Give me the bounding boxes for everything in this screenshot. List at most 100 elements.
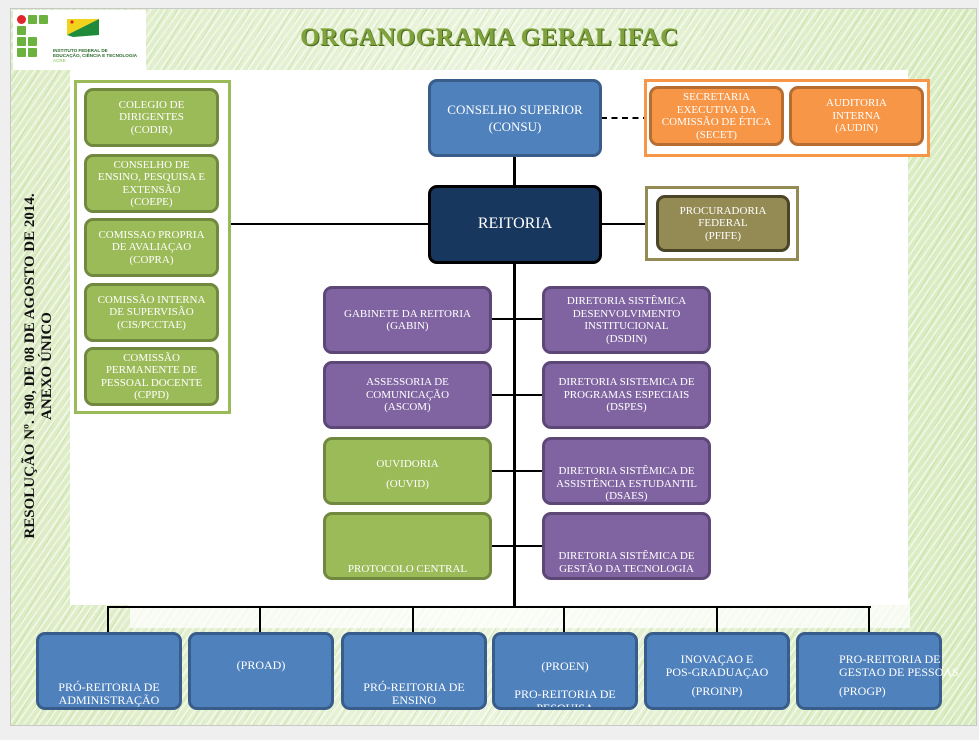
pfife-line: PROCURADORIA: [679, 204, 767, 217]
connector-proinp: [716, 606, 718, 633]
box-propesq[interactable]: (PROEN) PRO-REITORIA DE PESQUISA: [492, 632, 638, 710]
secet-line: COMISSÃO DE ÉTICA: [661, 116, 772, 128]
box-dsdin[interactable]: DIRETORIA SISTÊMICA DESENVOLVIMENTO INST…: [542, 286, 711, 354]
ifac-logo: INSTITUTO FEDERAL DE EDUCAÇÃO, CIÊNCIA E…: [13, 10, 146, 70]
dsaes-line: ASSISTÊNCIA ESTUDANTIL: [556, 477, 697, 490]
council-cppd-line: PERMANENTE DE: [105, 364, 198, 376]
connector-consu-reitoria: [513, 156, 516, 188]
council-coepe[interactable]: CONSELHO DE ENSINO, PESQUISA E EXTENSÃO …: [84, 154, 219, 213]
consu-line: (CONSU): [488, 119, 542, 134]
dsdin-line: INSTITUCIONAL: [584, 320, 669, 332]
secet-line: EXECUTIVA DA: [676, 103, 757, 116]
council-codir-line: COLEGIO DE: [118, 98, 185, 111]
connector-proad: [107, 606, 109, 633]
box-dspes[interactable]: DIRETORIA SISTEMICA DE PROGRAMAS ESPECIA…: [542, 361, 711, 429]
connector-pesq: [563, 606, 565, 633]
council-cppd-line: COMISSÃO: [123, 351, 180, 364]
council-cis[interactable]: COMISSÃO INTERNA DE SUPERVISÃO (CIS/PCCT…: [84, 283, 219, 342]
box-dstic[interactable]: DIRETORIA SISTÊMICA DE GESTÃO DA TECNOLO…: [542, 512, 711, 580]
audin-line: (AUDIN): [835, 122, 878, 135]
ascom-line: COMUNICAÇÃO: [365, 388, 450, 401]
box-proinp[interactable]: INOVAÇAO E POS-GRADUAÇAO (PROINP): [644, 632, 790, 710]
proto-line: PROTOCOLO CENTRAL: [347, 563, 468, 575]
council-cis-line: (CIS/PCCTAE): [117, 318, 186, 331]
acre-flag-icon: [67, 19, 99, 37]
resolution-line2: ANEXO ÚNICO: [39, 312, 55, 420]
proad-code-line: (PROAD): [236, 658, 286, 672]
box-gabin[interactable]: GABINETE DA REITORIA (GABIN): [323, 286, 492, 354]
council-cis-line: DE SUPERVISÃO: [109, 306, 194, 319]
council-coepe-line: ENSINO, PESQUISA E: [97, 171, 206, 183]
connector-proto: [490, 545, 544, 547]
content-area-bottom: [130, 598, 910, 628]
box-progp[interactable]: PRO-REITORIA DE GESTAO DE PESSOAS (PROGP…: [796, 632, 959, 710]
box-secet[interactable]: SECRETARIA EXECUTIVA DA COMISSÃO DE ÉTIC…: [649, 86, 784, 146]
audin-line: INTERNA: [832, 109, 881, 122]
dstic-line: DIRETORIA SISTÊMICA DE: [558, 550, 695, 562]
logo-text: INSTITUTO FEDERAL DE EDUCAÇÃO, CIÊNCIA E…: [53, 48, 137, 64]
secet-line: (SECET): [696, 128, 737, 141]
gabin-line: (GABIN): [386, 320, 429, 332]
proen-line: ENSINO: [392, 693, 436, 707]
progp-line: GESTAO DE PESSOAS: [839, 665, 959, 679]
council-cppd[interactable]: COMISSÃO PERMANENTE DE PESSOAL DOCENTE (…: [84, 347, 219, 406]
council-copra[interactable]: COMISSAO PROPRIA DE AVALIAÇAO (COPRA): [84, 218, 219, 277]
dspes-line: DIRETORIA SISTEMICA DE: [558, 376, 695, 389]
gabin-line: GABINETE DA REITORIA: [344, 307, 471, 320]
box-ouvid[interactable]: OUVIDORIA (OUVID): [323, 437, 492, 505]
council-coepe-line: (COEPE): [130, 196, 173, 208]
propesq-line: PRO-REITORIA DE: [514, 687, 616, 701]
box-consu[interactable]: CONSELHO SUPERIOR (CONSU): [428, 79, 602, 157]
box-pfife[interactable]: PROCURADORIA FEDERAL (PFIFE): [656, 195, 790, 252]
dspes-line: PROGRAMAS ESPECIAIS: [563, 388, 690, 401]
proad-line: PRÓ-REITORIA DE: [58, 680, 160, 694]
council-copra-line: DE AVALIAÇAO: [111, 241, 192, 254]
box-reitoria[interactable]: REITORIA: [428, 185, 602, 264]
connector-councils-reitoria: [230, 223, 430, 225]
connector-proen: [412, 606, 414, 633]
connector-reitoria-pfife: [600, 223, 646, 225]
logo-text-line3: ACRE: [53, 58, 66, 64]
box-proto[interactable]: PROTOCOLO CENTRAL: [323, 512, 492, 580]
propesq-line: PESQUISA: [536, 701, 594, 710]
box-proad-code[interactable]: (PROAD): [188, 632, 334, 710]
connector-ascom: [490, 394, 544, 396]
logo-text-line2: EDUCAÇÃO, CIÊNCIA E TECNOLOGIA: [53, 53, 138, 59]
proinp-line: POS-GRADUAÇAO: [665, 665, 769, 679]
council-coepe-line: EXTENSÃO: [122, 183, 181, 196]
pfife-line: (PFIFE): [704, 229, 742, 242]
ascom-line: (ASCOM): [384, 401, 431, 414]
council-codir[interactable]: COLEGIO DE DIRIGENTES (CODIR): [84, 88, 219, 147]
dsdin-line: (DSDIN): [606, 332, 647, 345]
box-proad[interactable]: PRÓ-REITORIA DE ADMINISTRAÇÃO: [36, 632, 182, 710]
council-copra-line: COMISSAO PROPRIA: [98, 228, 205, 241]
ouvid-line: (OUVID): [386, 478, 429, 490]
secet-line: SECRETARIA: [683, 91, 750, 103]
connector-main-trunk: [513, 262, 516, 608]
box-ascom[interactable]: ASSESSORIA DE COMUNICAÇÃO (ASCOM): [323, 361, 492, 429]
box-audin[interactable]: AUDITORIA INTERNA (AUDIN): [789, 86, 924, 146]
propesq-line: (PROEN): [541, 659, 589, 673]
ouvid-line: OUVIDORIA: [376, 458, 439, 470]
consu-line: CONSELHO SUPERIOR: [447, 102, 583, 117]
box-proen[interactable]: PRÓ-REITORIA DE ENSINO: [341, 632, 487, 710]
pfife-line: FEDERAL: [698, 217, 748, 230]
council-codir-line: (CODIR): [130, 123, 173, 136]
dsdin-line: DIRETORIA SISTÊMICA: [566, 295, 687, 307]
page-title: ORGANOGRAMA GERAL IFAC: [300, 24, 679, 51]
council-coepe-line: CONSELHO DE: [113, 158, 190, 171]
council-cppd-line: (CPPD): [134, 389, 169, 401]
connector-ouvid: [490, 470, 544, 472]
proen-line: PRÓ-REITORIA DE: [363, 680, 465, 694]
dsdin-line: DESENVOLVIMENTO: [572, 307, 681, 320]
connector-progp: [868, 606, 870, 633]
box-dsaes[interactable]: DIRETORIA SISTÊMICA DE ASSISTÊNCIA ESTUD…: [542, 437, 711, 505]
dstic-line: GESTÃO DA TECNOLOGIA: [559, 562, 694, 575]
proinp-line: (PROINP): [691, 684, 743, 698]
ascom-line: ASSESSORIA DE: [366, 376, 449, 389]
progp-line: PRO-REITORIA DE: [839, 652, 941, 666]
council-copra-line: (COPRA): [129, 253, 174, 266]
connector-bottom-bar: [107, 606, 871, 608]
logo-text-line1: INSTITUTO FEDERAL DE: [53, 48, 108, 53]
dsaes-line: (DSAES): [605, 490, 648, 502]
